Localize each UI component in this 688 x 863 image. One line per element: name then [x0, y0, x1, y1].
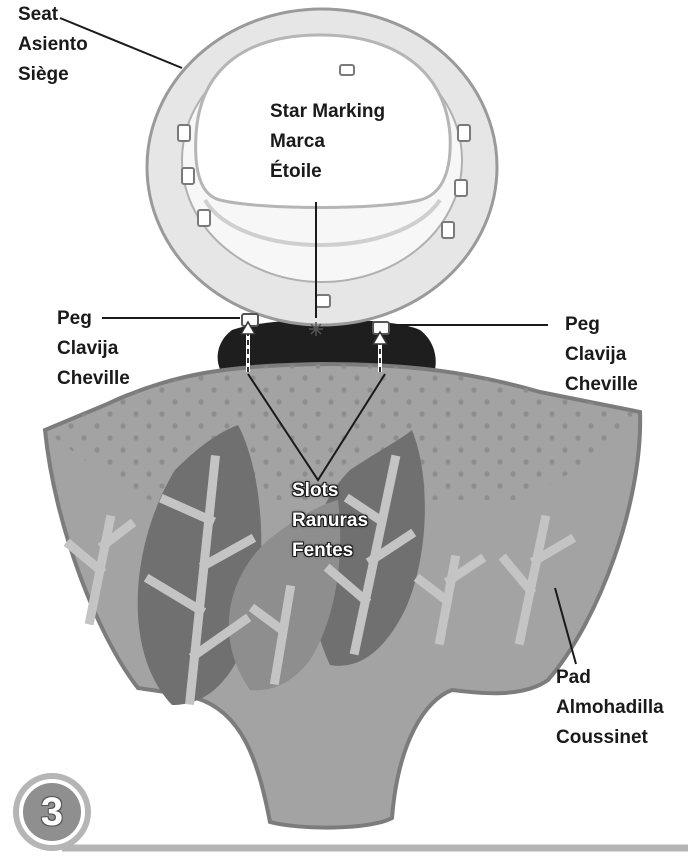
pad-label: Pad Almohadilla Coussinet	[556, 663, 664, 753]
pad-label-fr: Coussinet	[556, 723, 664, 753]
star-marking-label-fr: Étoile	[270, 157, 385, 187]
slots-label-es: Ranuras	[292, 506, 368, 536]
seat-label-fr: Siège	[18, 60, 88, 90]
slots-label-en: Slots	[292, 476, 368, 506]
peg-left-label: Peg Clavija Cheville	[57, 304, 130, 394]
slots-label: Slots Ranuras Fentes	[292, 476, 368, 566]
seat-label-es: Asiento	[18, 30, 88, 60]
peg-left-label-es: Clavija	[57, 334, 130, 364]
peg-right-label-fr: Cheville	[565, 370, 638, 400]
pad	[45, 364, 640, 828]
peg-left-label-fr: Cheville	[57, 364, 130, 394]
peg-right-label: Peg Clavija Cheville	[565, 310, 638, 400]
star-marking-label-es: Marca	[270, 127, 385, 157]
peg-right-label-en: Peg	[565, 310, 638, 340]
pad-label-es: Almohadilla	[556, 693, 664, 723]
star-marking-label: Star Marking Marca Étoile	[270, 97, 385, 187]
slots-label-fr: Fentes	[292, 536, 368, 566]
star-marking-shape	[309, 322, 323, 336]
star-marking-label-en: Star Marking	[270, 97, 385, 127]
seat-label-en: Seat	[18, 0, 88, 30]
pad-label-en: Pad	[556, 663, 664, 693]
peg-right-label-es: Clavija	[565, 340, 638, 370]
step-number: 3	[18, 778, 86, 846]
seat-label: Seat Asiento Siège	[18, 0, 88, 90]
peg-right-shape	[373, 322, 389, 334]
peg-left-label-en: Peg	[57, 304, 130, 334]
